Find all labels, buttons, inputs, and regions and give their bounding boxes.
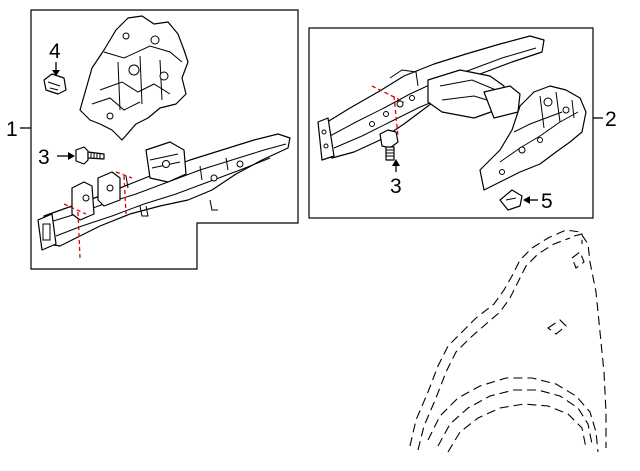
callout-5: 5 — [541, 190, 553, 213]
bracket-part-4 — [43, 73, 67, 95]
fender-reference-outline — [409, 229, 607, 453]
callout-4-arrowhead — [52, 70, 60, 76]
side-member-left — [37, 133, 291, 251]
apron-right — [479, 85, 587, 191]
bolt-right — [379, 129, 399, 161]
apron-reinforcement — [79, 15, 189, 141]
bolt-left — [75, 146, 105, 165]
callout-3b-arrowhead — [392, 159, 400, 166]
callout-5-arrowhead — [523, 196, 530, 204]
cut-line-left-2 — [115, 171, 133, 215]
right-assembly-group: 2 3 — [308, 27, 617, 219]
callout-3b: 3 — [390, 175, 402, 198]
cut-line-left-1 — [63, 203, 87, 259]
cut-line-right — [371, 85, 405, 137]
left-assembly-group: 1 4 3 — [6, 9, 299, 270]
callout-4: 4 — [49, 40, 61, 63]
clip-part-5 — [499, 189, 523, 211]
callout-3a-arrowhead — [68, 152, 75, 160]
callout-1: 1 — [6, 118, 18, 141]
callout-3a: 3 — [38, 146, 50, 169]
left-box-frame — [30, 9, 299, 270]
side-member-right — [317, 35, 545, 161]
callout-2: 2 — [605, 108, 617, 131]
right-box-frame — [308, 27, 594, 219]
